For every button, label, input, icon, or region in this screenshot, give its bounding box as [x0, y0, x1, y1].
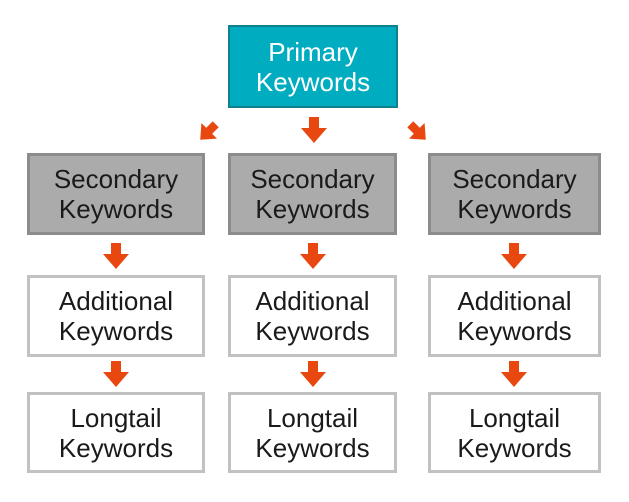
arrow-down-icon [300, 243, 326, 269]
additional-keywords-box-1: Additional Keywords [27, 275, 205, 357]
arrow-down-left-icon [192, 116, 223, 147]
arrow-down-right-icon [402, 116, 433, 147]
secondary-keywords-box-3: Secondary Keywords [428, 153, 601, 235]
primary-keywords-box: Primary Keywords [228, 25, 398, 108]
secondary-keywords-box-1: Secondary Keywords [27, 153, 205, 235]
longtail-keywords-label: Longtail Keywords [58, 402, 174, 463]
arrow-down-icon [103, 361, 129, 387]
primary-keywords-label: Primary Keywords [255, 36, 371, 97]
longtail-keywords-box-2: Longtail Keywords [228, 392, 397, 473]
additional-keywords-label: Additional Keywords [255, 286, 370, 346]
longtail-keywords-box-3: Longtail Keywords [428, 392, 601, 473]
secondary-keywords-box-2: Secondary Keywords [228, 153, 397, 235]
additional-keywords-label: Additional Keywords [457, 286, 572, 346]
arrow-down-icon [301, 117, 327, 143]
longtail-keywords-label: Longtail Keywords [457, 402, 572, 463]
secondary-keywords-label: Secondary Keywords [452, 164, 577, 224]
secondary-keywords-label: Secondary Keywords [53, 164, 179, 224]
longtail-keywords-box-1: Longtail Keywords [27, 392, 205, 473]
longtail-keywords-label: Longtail Keywords [255, 402, 370, 463]
arrow-down-icon [103, 243, 129, 269]
arrow-down-icon [501, 243, 527, 269]
additional-keywords-box-3: Additional Keywords [428, 275, 601, 357]
additional-keywords-label: Additional Keywords [58, 286, 174, 346]
secondary-keywords-label: Secondary Keywords [250, 164, 375, 224]
arrow-down-icon [300, 361, 326, 387]
arrow-down-icon [501, 361, 527, 387]
additional-keywords-box-2: Additional Keywords [228, 275, 397, 357]
